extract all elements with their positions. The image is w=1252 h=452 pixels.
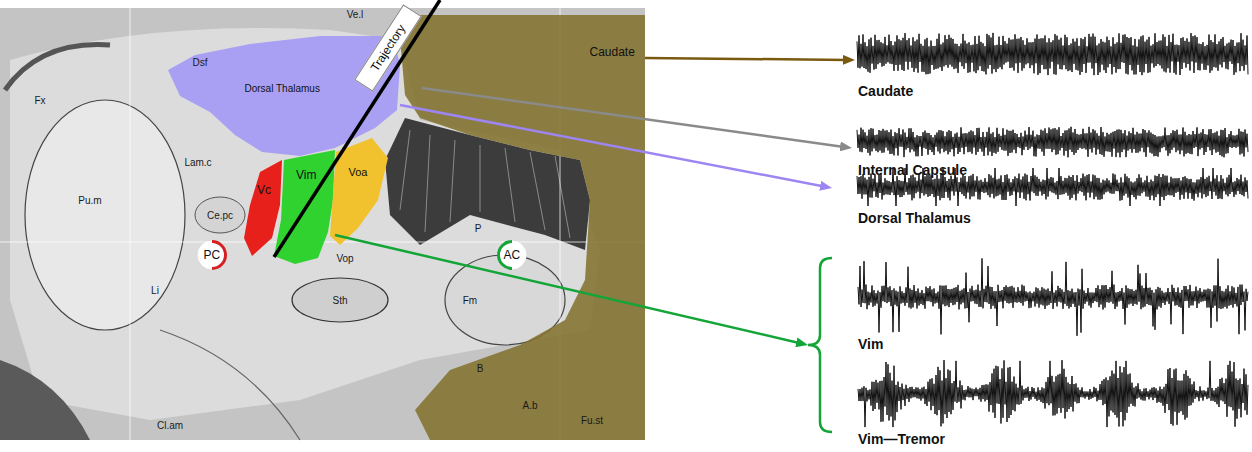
region-shape <box>168 36 400 156</box>
region-shape <box>244 160 282 256</box>
signal-trace <box>858 358 1248 430</box>
thalamus-region: Dorsal Thalamus <box>168 36 400 156</box>
atlas-label: Dsf <box>193 57 208 68</box>
region-fill <box>398 15 645 440</box>
signal-waveform <box>857 168 1248 206</box>
trace-label: Vim—Tremor <box>858 431 945 447</box>
vim-region: Vim <box>274 150 335 264</box>
region-fill <box>274 150 335 264</box>
atlas-label: Fu.st <box>581 415 603 426</box>
atlas-label: A.b <box>522 400 537 411</box>
region-label: Dorsal Thalamus <box>245 83 320 94</box>
signal-trace <box>858 258 1248 336</box>
atlas-label: Lam.c <box>184 157 211 168</box>
region-label: Caudate <box>590 45 635 59</box>
atlas-label: Ve.l <box>347 9 364 20</box>
atlas-label: B <box>477 363 484 374</box>
atlas-label: Cl.am <box>157 420 183 431</box>
signal-waveform <box>857 127 1248 158</box>
landmark-disc <box>498 241 526 269</box>
region-shape <box>330 138 388 245</box>
region-shape <box>274 150 335 264</box>
region-label: AC <box>504 248 521 262</box>
recording-trace: Caudate <box>855 28 1250 100</box>
region-label: Vim <box>296 168 316 182</box>
caudate-region: Caudate <box>398 15 645 440</box>
signal-waveform <box>858 360 1248 427</box>
trace-label: Dorsal Thalamus <box>858 210 971 226</box>
group-bracket <box>808 258 832 432</box>
vc-region: Vc <box>244 160 282 256</box>
region-fill <box>244 160 282 256</box>
atlas-label: Li <box>151 285 159 296</box>
atlas-label: P <box>475 223 482 234</box>
atlas-label: Fm <box>463 295 477 306</box>
signal-waveform <box>858 258 1248 335</box>
atlas-label: Pu.m <box>78 195 101 206</box>
recording-trace: Internal Capsule <box>852 120 1250 182</box>
region-label: Voa <box>349 166 368 178</box>
trace-label: Caudate <box>858 83 913 99</box>
region-label: PC <box>204 248 221 262</box>
region-label: Vc <box>257 183 271 197</box>
pointer-arrow <box>645 58 847 60</box>
landmark-circle: AC <box>497 240 527 270</box>
atlas-label: Vop <box>336 253 353 264</box>
signal-trace <box>857 32 1248 76</box>
region-fill <box>168 36 400 156</box>
region-shape <box>398 15 645 440</box>
landmark-circle: PC <box>197 240 227 270</box>
voa-region: Voa <box>330 138 388 245</box>
atlas-label: Fx <box>34 95 45 106</box>
signal-waveform <box>857 33 1248 75</box>
atlas-label: Sth <box>332 295 347 306</box>
recording-trace: Vim—Tremor <box>855 356 1250 450</box>
trace-label: Vim <box>858 336 883 352</box>
trace-label: Internal Capsule <box>858 162 967 178</box>
region-fill <box>330 138 388 245</box>
signal-trace <box>857 125 1248 159</box>
atlas-label: Ce.pc <box>207 210 233 221</box>
landmark-disc <box>198 241 226 269</box>
recording-trace: Vim <box>808 256 1250 354</box>
